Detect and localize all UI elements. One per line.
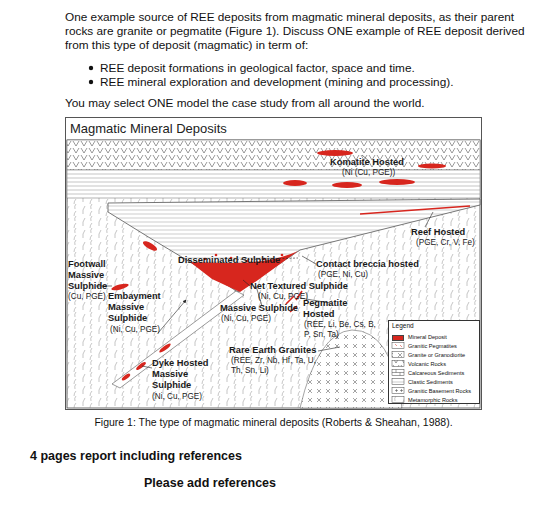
- layered-intrusion: [108, 199, 480, 292]
- komatiite-lens: [418, 164, 446, 169]
- legend-text: Granitic Pegmatites: [408, 342, 457, 351]
- leader-line: [243, 280, 250, 286]
- leader-line: [302, 256, 316, 264]
- leader-arrow: [158, 300, 186, 333]
- legend-row: Granitic Basement Rocks: [392, 386, 471, 395]
- legend-background: [388, 320, 480, 404]
- volcanic-swatch: [392, 361, 404, 367]
- volcanic-rocks: [67, 140, 480, 170]
- granite-base: [300, 330, 402, 408]
- komatiite-lens: [332, 182, 362, 188]
- legend-row: Mineral Deposit: [392, 332, 447, 341]
- legend-text: Volcanic Rocks: [408, 360, 446, 369]
- legend-swatch: [392, 353, 404, 359]
- instruction-note: 4 pages report including references: [30, 449, 242, 463]
- sediment-layers: [67, 170, 480, 198]
- deposit-label: Footwall Massive Sulphide: [68, 259, 114, 292]
- dyke-sulphide: [121, 372, 131, 381]
- bullet-item: REE deposit formations in geological fac…: [100, 61, 415, 75]
- legend-row: Calcareous Sediments: [392, 368, 464, 377]
- basement-swatch: [392, 388, 404, 394]
- calcareous-swatch: [392, 370, 404, 376]
- sediment-bedding: [67, 174, 480, 194]
- legend-row: Granite or Granodiorite: [392, 350, 465, 359]
- legend-swatch: [392, 344, 404, 350]
- leader-line: [318, 347, 340, 351]
- legend-text: Metamorphic Rocks: [408, 396, 457, 405]
- element-list: (Cu, PGE): [68, 292, 106, 302]
- element-list: (REE, Zr, Nb, Hf, Ta, U, Th, Sn, Li): [231, 356, 319, 376]
- legend-swatch: [392, 371, 404, 377]
- dyke-sulphide: [135, 361, 147, 371]
- bullet-item: REE mineral exploration and development …: [100, 75, 453, 89]
- element-list: (Ni, Cu, PGE): [221, 314, 271, 324]
- pegmatite-swatch: [392, 343, 404, 349]
- legend-row: Granitic Pegmatites: [392, 341, 457, 350]
- element-list: (Ni, Cu, PGE): [258, 292, 308, 302]
- metamorphic-swatch: [392, 397, 404, 403]
- leader-lines: [96, 155, 433, 368]
- figure-caption: Figure 1: The type of magmatic mineral d…: [65, 416, 482, 428]
- legend-text: Mineral Deposit: [408, 333, 447, 342]
- legend-text: Granite or Granodiorite: [408, 351, 465, 360]
- komatiite-lens: [379, 179, 415, 185]
- legend-swatch: [392, 335, 404, 341]
- prompt-paragraph: One example source of REE deposits from …: [65, 10, 535, 52]
- deposit-label: Net Textured Sulphide: [250, 281, 348, 292]
- dyke-sulphide: [158, 342, 172, 354]
- disseminated-sulphide: [281, 254, 284, 257]
- deposit-label: Rare Earth Granites: [229, 345, 316, 356]
- element-list: (PGE, Cr, V, Fe): [416, 238, 475, 248]
- legend-text: Calcareous Sediments: [408, 369, 464, 378]
- element-list: (REE, Li, Be, Cs, B, P, Sn, Ta): [304, 320, 384, 340]
- legend-swatch: [392, 362, 404, 368]
- deposit-label: Pegmatite Hosted: [303, 298, 353, 320]
- bullet: [89, 80, 93, 84]
- legend-row: Metamorphic Rocks: [392, 395, 457, 404]
- element-list: (Ni, Cu, PGE): [110, 325, 160, 335]
- komatiite-lens: [317, 150, 353, 156]
- node-heading: Magmatic Mineral Deposits: [66, 118, 481, 139]
- komatiite-lens: [283, 180, 307, 186]
- instruction-note: Please add references: [144, 476, 276, 490]
- embayment-sulphide: [142, 239, 159, 252]
- deposit-label: Reef Hosted: [411, 227, 465, 238]
- pegmatite-swatch-mark: [395, 344, 402, 347]
- leader-line: [142, 366, 152, 368]
- deposit-label: Dyke Hosted Massive Sulphide: [152, 358, 212, 391]
- legend-row: Clastic Sediments: [392, 377, 453, 386]
- legend-text: Granitic Basement Rocks: [408, 387, 471, 396]
- legend-swatch: [392, 398, 404, 404]
- deposit-label: Contact breccia hosted: [316, 259, 419, 270]
- basement-swatch-mark: [395, 389, 403, 392]
- prompt-note: You may select ONE model the case study …: [65, 96, 425, 110]
- deposit-label: Massive Sulphide: [220, 303, 298, 314]
- footwall-sulphide: [111, 282, 130, 291]
- element-list: (PGE, Ni, Cu): [318, 270, 368, 280]
- node-heading: Legend: [392, 322, 414, 329]
- legend-box: LegendMineral DepositGranitic Pegmatites…: [388, 320, 480, 404]
- bullet: [89, 66, 93, 70]
- metamorphic-rock: [67, 140, 480, 408]
- reef-deposit: [360, 206, 470, 214]
- illustration-frame: [67, 140, 480, 408]
- element-list: (Ni, Cu, PGE): [152, 392, 202, 402]
- deposit-label: Komatite Hosted: [330, 157, 404, 168]
- calcareous-swatch-mark: [392, 370, 404, 376]
- intrusion-base: [108, 199, 480, 292]
- legend-swatches: [392, 343, 404, 403]
- legend-text: Clastic Sediments: [408, 378, 453, 387]
- leader-line: [425, 212, 433, 227]
- volcanic-band-base: [67, 140, 480, 170]
- deposit-label: Disseminated Sulphide: [178, 255, 280, 266]
- rare-earth-granite: [300, 330, 402, 408]
- deposit-label: Embayment Massive Sulphide: [108, 291, 166, 324]
- legend-swatch: [392, 380, 404, 386]
- element-list: (Ni (Cu, PGE)): [342, 168, 395, 178]
- granite-swatch: [392, 352, 404, 358]
- clastic-swatch: [392, 379, 404, 385]
- legend-row: Volcanic Rocks: [392, 359, 446, 368]
- legend-swatch: [392, 389, 404, 395]
